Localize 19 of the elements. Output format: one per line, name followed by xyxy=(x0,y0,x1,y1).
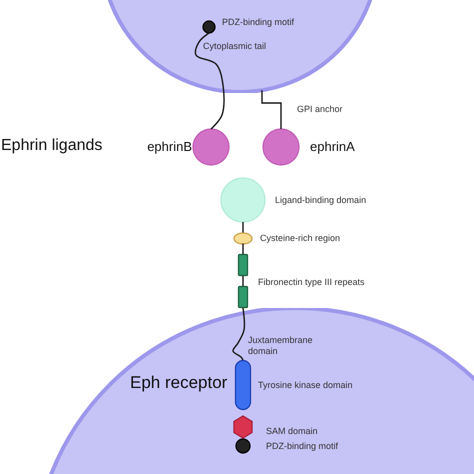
connector-line xyxy=(242,276,244,286)
group-label: Ephrin ligands xyxy=(1,137,102,155)
annotation-text: Fibronectin type III repeats xyxy=(258,276,365,287)
annotation-text: PDZ-binding motif xyxy=(266,440,338,451)
cell-label: Eph receptor xyxy=(130,372,228,393)
annotation-text: PDZ-binding motif xyxy=(222,16,294,27)
connector-line xyxy=(232,308,246,360)
annotation-text: Tyrosine kinase domain xyxy=(258,380,353,390)
connector-line xyxy=(261,90,282,129)
annotation-text: Cysteine-rich region xyxy=(260,232,340,243)
edge-label: GPI anchor xyxy=(296,104,344,114)
annotation-text: ephrinA xyxy=(310,139,355,154)
connector-line xyxy=(242,244,244,254)
annotation-text: Ligand-binding domain xyxy=(275,194,366,205)
annotation-text: SAM domain xyxy=(266,426,318,436)
connector-line xyxy=(242,222,244,232)
edge-label: Cytoplasmic tail xyxy=(202,41,268,51)
connector-line xyxy=(194,32,225,130)
annotation-text: ephrinB xyxy=(147,139,192,154)
